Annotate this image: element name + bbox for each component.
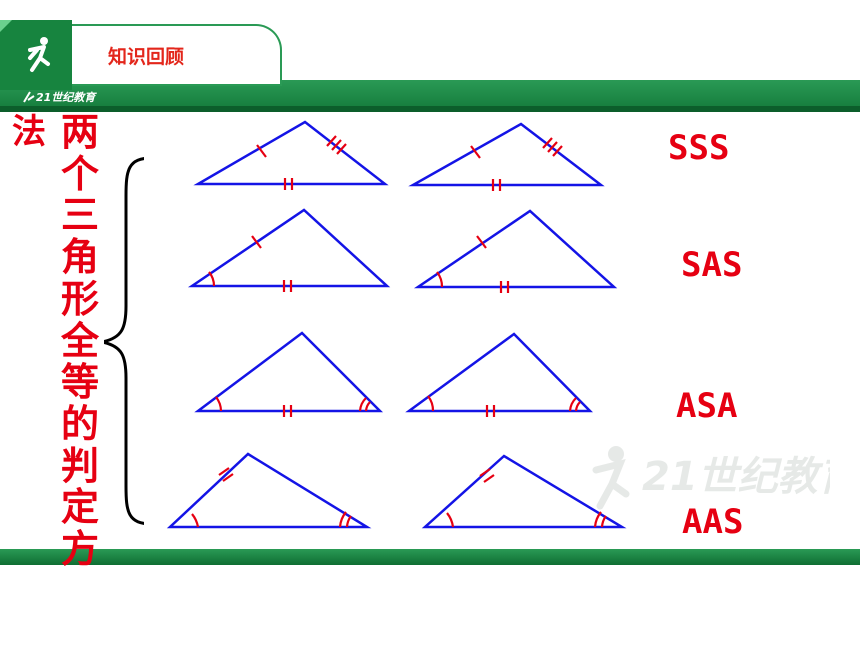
- section-title: 知识回顾: [108, 46, 185, 68]
- angle-arc: [358, 397, 367, 412]
- watermark-logo-icon: 21世纪教育: [592, 446, 830, 510]
- angle-arc: [364, 401, 371, 412]
- curly-brace-icon: [104, 157, 144, 525]
- vertical-char: 个: [60, 151, 99, 196]
- footer-band: [0, 549, 860, 565]
- tick-mark: [251, 235, 262, 249]
- header-stripe: [0, 106, 860, 112]
- tick-mark: [256, 144, 267, 158]
- angle-arc: [436, 271, 444, 288]
- tick-mark: [483, 474, 495, 483]
- watermark-text: 21世纪教育: [642, 454, 830, 500]
- triangle-asa-1: [194, 331, 384, 413]
- angle-arc: [568, 397, 577, 412]
- vertical-char: 两: [60, 110, 99, 154]
- triangle-aas-2: [421, 454, 627, 529]
- vertical-char: 等: [60, 360, 99, 405]
- angle-arc: [600, 515, 607, 528]
- triangle-aas-1: [166, 452, 372, 529]
- tick-mark: [552, 145, 563, 157]
- tick-mark: [476, 235, 487, 249]
- tick-mark: [222, 473, 234, 482]
- vertical-char: 形: [60, 276, 99, 321]
- tick-mark: [542, 137, 553, 149]
- tick-mark: [547, 141, 558, 153]
- criterion-sas-label: SAS: [681, 245, 743, 285]
- tick-mark: [326, 135, 337, 147]
- vertical-char: 全: [60, 318, 99, 363]
- angle-arc: [593, 511, 602, 528]
- logo-fold: [0, 20, 12, 32]
- angle-arc: [427, 395, 435, 412]
- section-tab: [62, 24, 282, 86]
- brand-logo-icon: 21世纪教育: [23, 91, 97, 104]
- runner-logo-icon: [28, 37, 50, 72]
- tick-mark: [470, 145, 481, 159]
- tick-mark: [479, 468, 491, 477]
- vertical-char: 定: [60, 485, 99, 530]
- angle-arc: [345, 515, 352, 528]
- vertical-char: 三: [60, 193, 99, 238]
- vertical-title: 两 个 三 角 形 全 等 的 判 定 方: [58, 110, 102, 572]
- vertical-char: 的: [60, 401, 99, 446]
- angle-arc: [215, 396, 223, 412]
- vertical-title-overflow: 法: [12, 112, 46, 152]
- tick-mark: [336, 143, 347, 155]
- brand-text: 21世纪教育: [36, 91, 97, 104]
- logo-box: [0, 20, 72, 90]
- vertical-char: 角: [60, 235, 99, 280]
- criterion-sss-label: SSS: [668, 128, 730, 168]
- triangle-sas-1: [187, 208, 391, 288]
- triangle-sss-1: [193, 120, 389, 186]
- tick-mark: [218, 467, 230, 476]
- triangle-asa-2: [405, 332, 593, 413]
- angle-arc: [191, 513, 200, 528]
- criterion-aas-label: AAS: [682, 502, 744, 542]
- triangle-sas-2: [413, 209, 618, 289]
- vertical-char: 判: [60, 443, 99, 488]
- angle-arc: [338, 511, 347, 528]
- angle-arc: [446, 512, 455, 528]
- tick-mark: [331, 139, 342, 151]
- vertical-char: 方: [60, 527, 99, 572]
- angle-arc: [208, 271, 216, 287]
- angle-arc: [574, 401, 581, 412]
- triangle-sss-2: [408, 122, 605, 187]
- criterion-asa-label: ASA: [676, 386, 738, 426]
